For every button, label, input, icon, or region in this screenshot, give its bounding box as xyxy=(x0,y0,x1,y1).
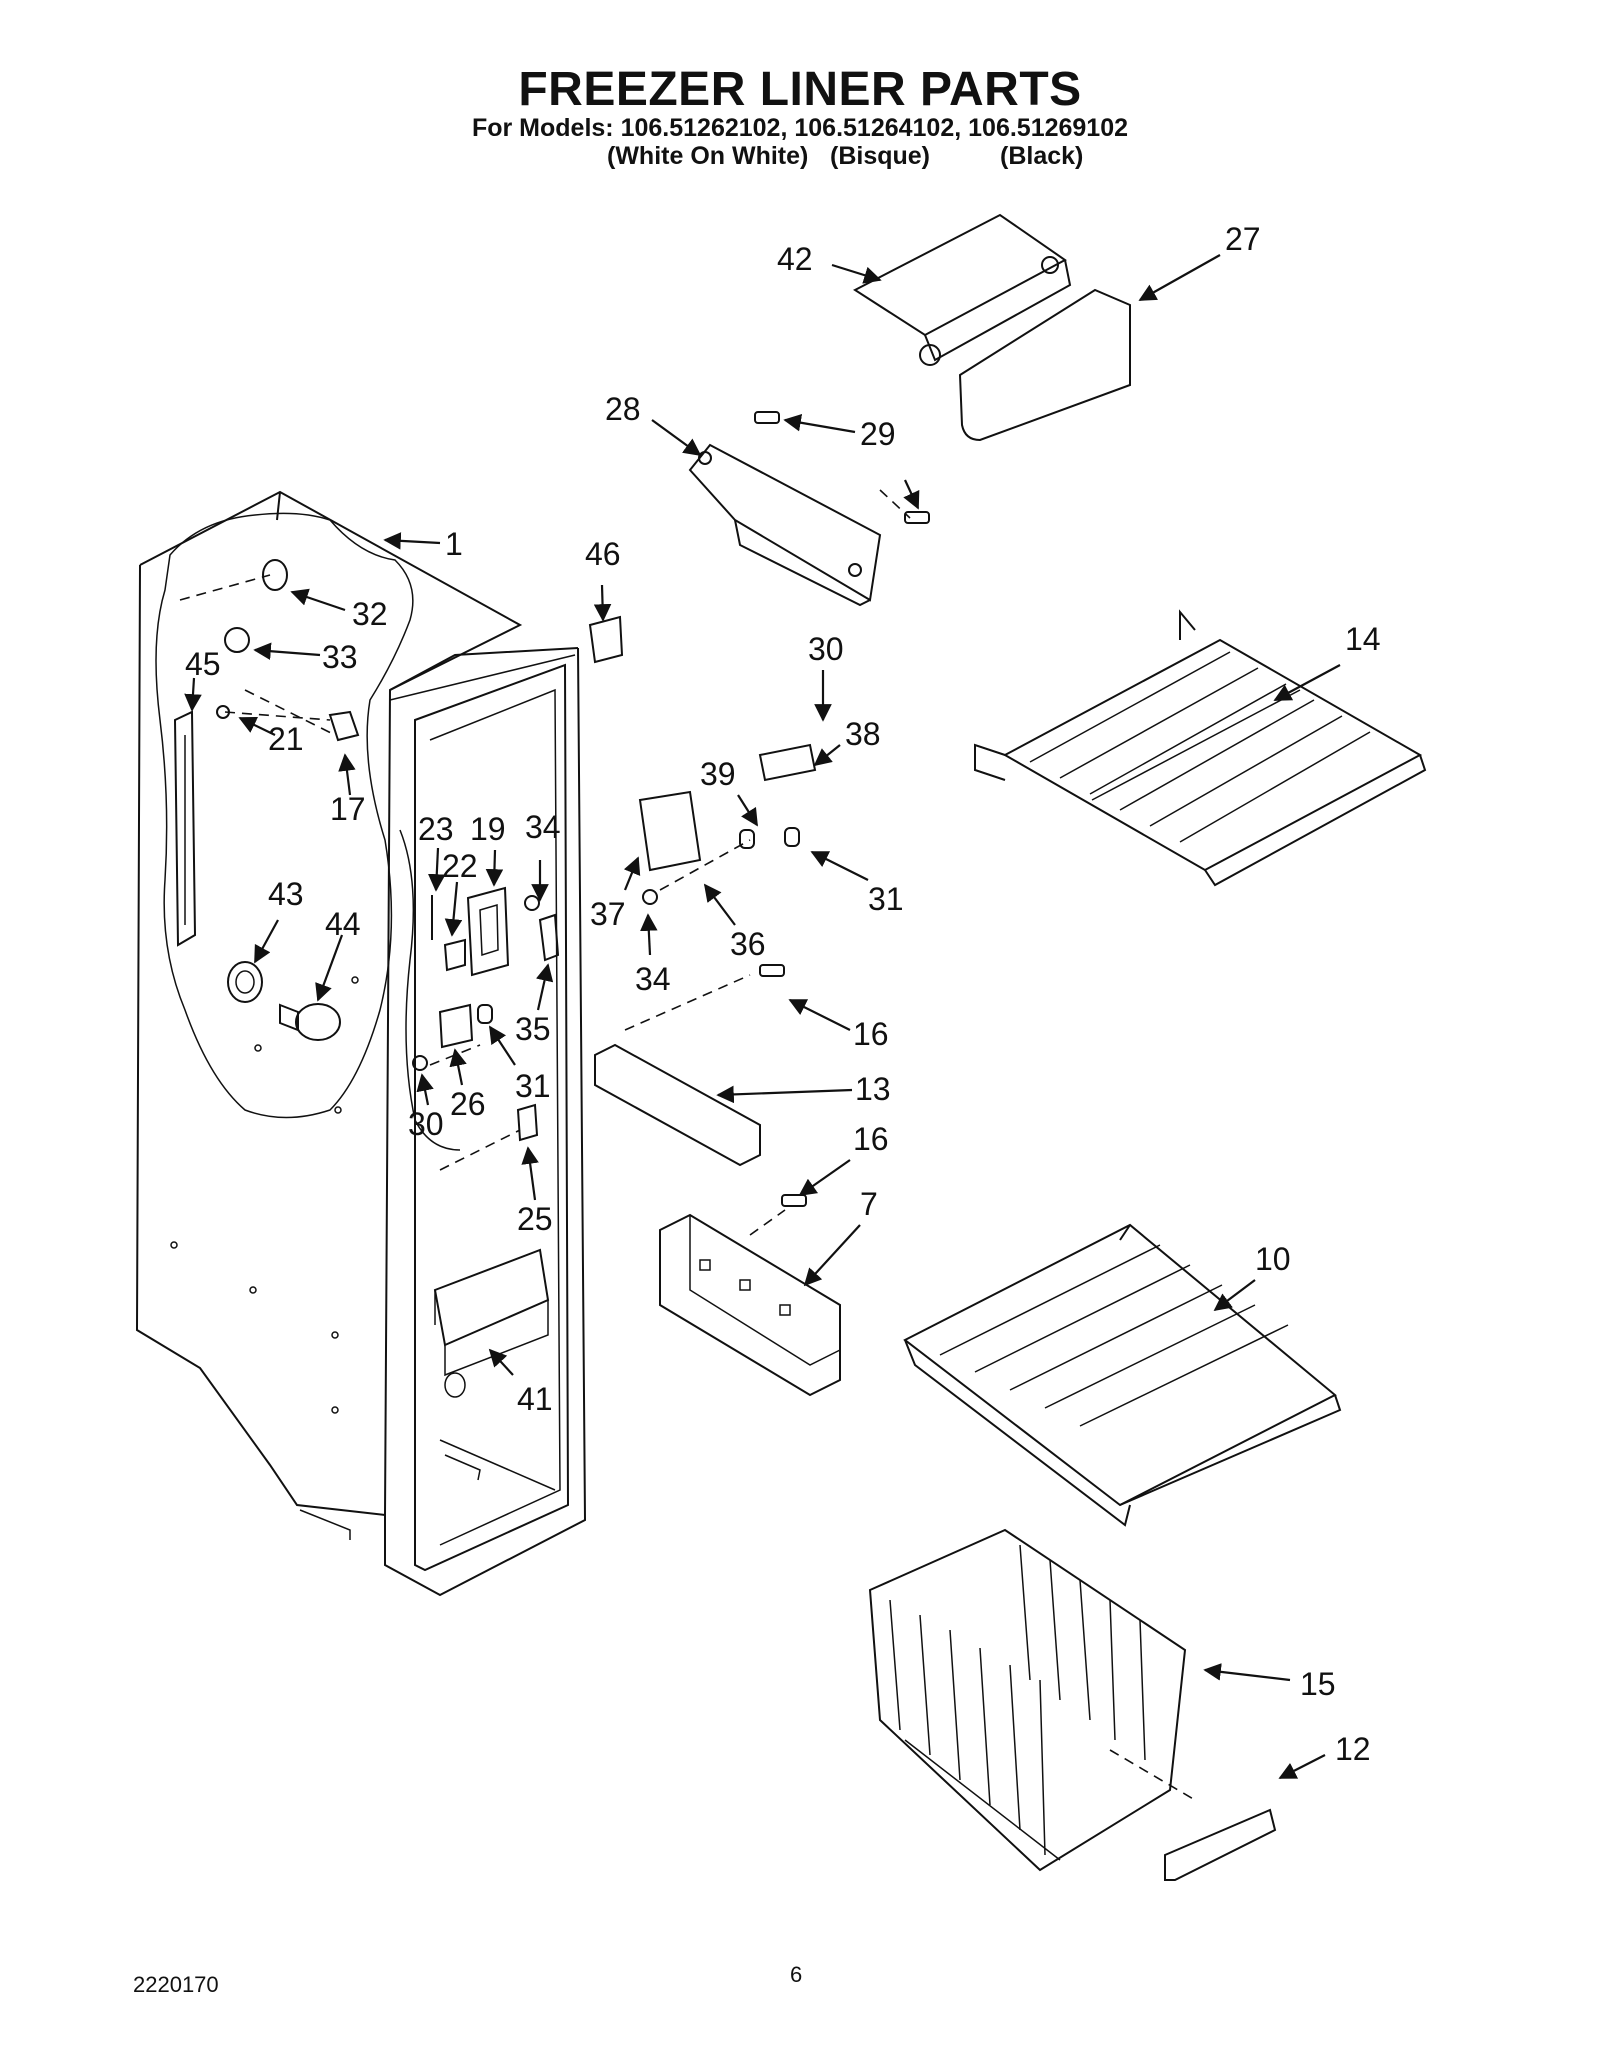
trim-panel xyxy=(958,288,1131,442)
color-bisque: (Bisque) xyxy=(830,142,930,170)
callout-31-right: 31 xyxy=(868,881,904,917)
callout-16-upper: 16 xyxy=(853,1016,889,1052)
callout-29: 29 xyxy=(860,416,896,452)
wire-shelf-upper xyxy=(974,609,1427,887)
document-number: 2220170 xyxy=(133,1972,219,1997)
callout-12: 12 xyxy=(1335,1731,1371,1767)
callout-30-upper: 30 xyxy=(808,631,844,667)
callout-35: 35 xyxy=(515,1011,551,1047)
screws-29 xyxy=(754,411,930,524)
callout-14: 14 xyxy=(1345,621,1381,657)
shelf-frame xyxy=(594,1043,761,1167)
callout-39: 39 xyxy=(700,756,736,792)
callout-31-left: 31 xyxy=(515,1068,551,1104)
callout-36: 36 xyxy=(730,926,766,962)
freezer-liner xyxy=(135,490,587,1597)
callout-34-right: 34 xyxy=(635,961,671,997)
callout-1: 1 xyxy=(445,526,463,562)
callout-7: 7 xyxy=(860,1186,878,1222)
callout-32: 32 xyxy=(352,596,388,632)
callout-19: 19 xyxy=(470,811,506,847)
upper-light-fixture xyxy=(216,559,360,742)
light-socket-and-bulb xyxy=(227,961,341,1041)
hinge-cover xyxy=(853,213,1072,366)
callout-42: 42 xyxy=(777,241,813,277)
callout-30-lower: 30 xyxy=(408,1106,444,1142)
freezer-basket xyxy=(868,1528,1187,1872)
callout-44: 44 xyxy=(325,906,361,942)
color-white-on-white: (White On White) xyxy=(607,142,809,170)
callout-23: 23 xyxy=(418,811,454,847)
callout-41: 41 xyxy=(517,1381,553,1417)
models-line: For Models: 106.51262102, 106.51264102, … xyxy=(471,114,1129,142)
callout-45: 45 xyxy=(185,646,221,682)
callout-25: 25 xyxy=(517,1201,553,1237)
callout-labels: 1 7 10 12 13 14 15 16 16 17 19 21 22 23 … xyxy=(185,221,1381,1767)
callout-22: 22 xyxy=(442,848,478,884)
page-number: 6 xyxy=(790,1962,803,1987)
screw-16-upper xyxy=(759,964,785,977)
color-black: (Black) xyxy=(1000,142,1084,170)
callout-28: 28 xyxy=(605,391,641,427)
shelf-ladder xyxy=(173,710,197,947)
bracket-part xyxy=(688,443,882,607)
callout-arrows xyxy=(184,254,1341,1779)
basket-trim xyxy=(1164,1808,1277,1881)
shelf-rail xyxy=(659,1213,841,1397)
callout-16-lower: 16 xyxy=(853,1121,889,1157)
callout-26: 26 xyxy=(450,1086,486,1122)
control-components xyxy=(412,886,560,1398)
page-title: FREEZER LINER PARTS xyxy=(518,63,1082,116)
callout-43: 43 xyxy=(268,876,304,912)
callout-10: 10 xyxy=(1255,1241,1291,1277)
callout-37: 37 xyxy=(590,896,626,932)
callout-46: 46 xyxy=(585,536,621,572)
callout-27: 27 xyxy=(1225,221,1261,257)
cover-part xyxy=(588,615,624,664)
callout-13: 13 xyxy=(855,1071,891,1107)
callout-34-left: 34 xyxy=(525,809,561,845)
assembly-lines xyxy=(179,489,1196,1801)
callout-33: 33 xyxy=(322,639,358,675)
callout-17: 17 xyxy=(330,791,366,827)
screw-16-lower xyxy=(781,1194,807,1207)
wire-shelf-lower xyxy=(903,1223,1342,1527)
damper-assembly xyxy=(638,743,817,905)
callout-38: 38 xyxy=(845,716,881,752)
callout-21: 21 xyxy=(268,721,304,757)
callout-15: 15 xyxy=(1300,1666,1336,1702)
